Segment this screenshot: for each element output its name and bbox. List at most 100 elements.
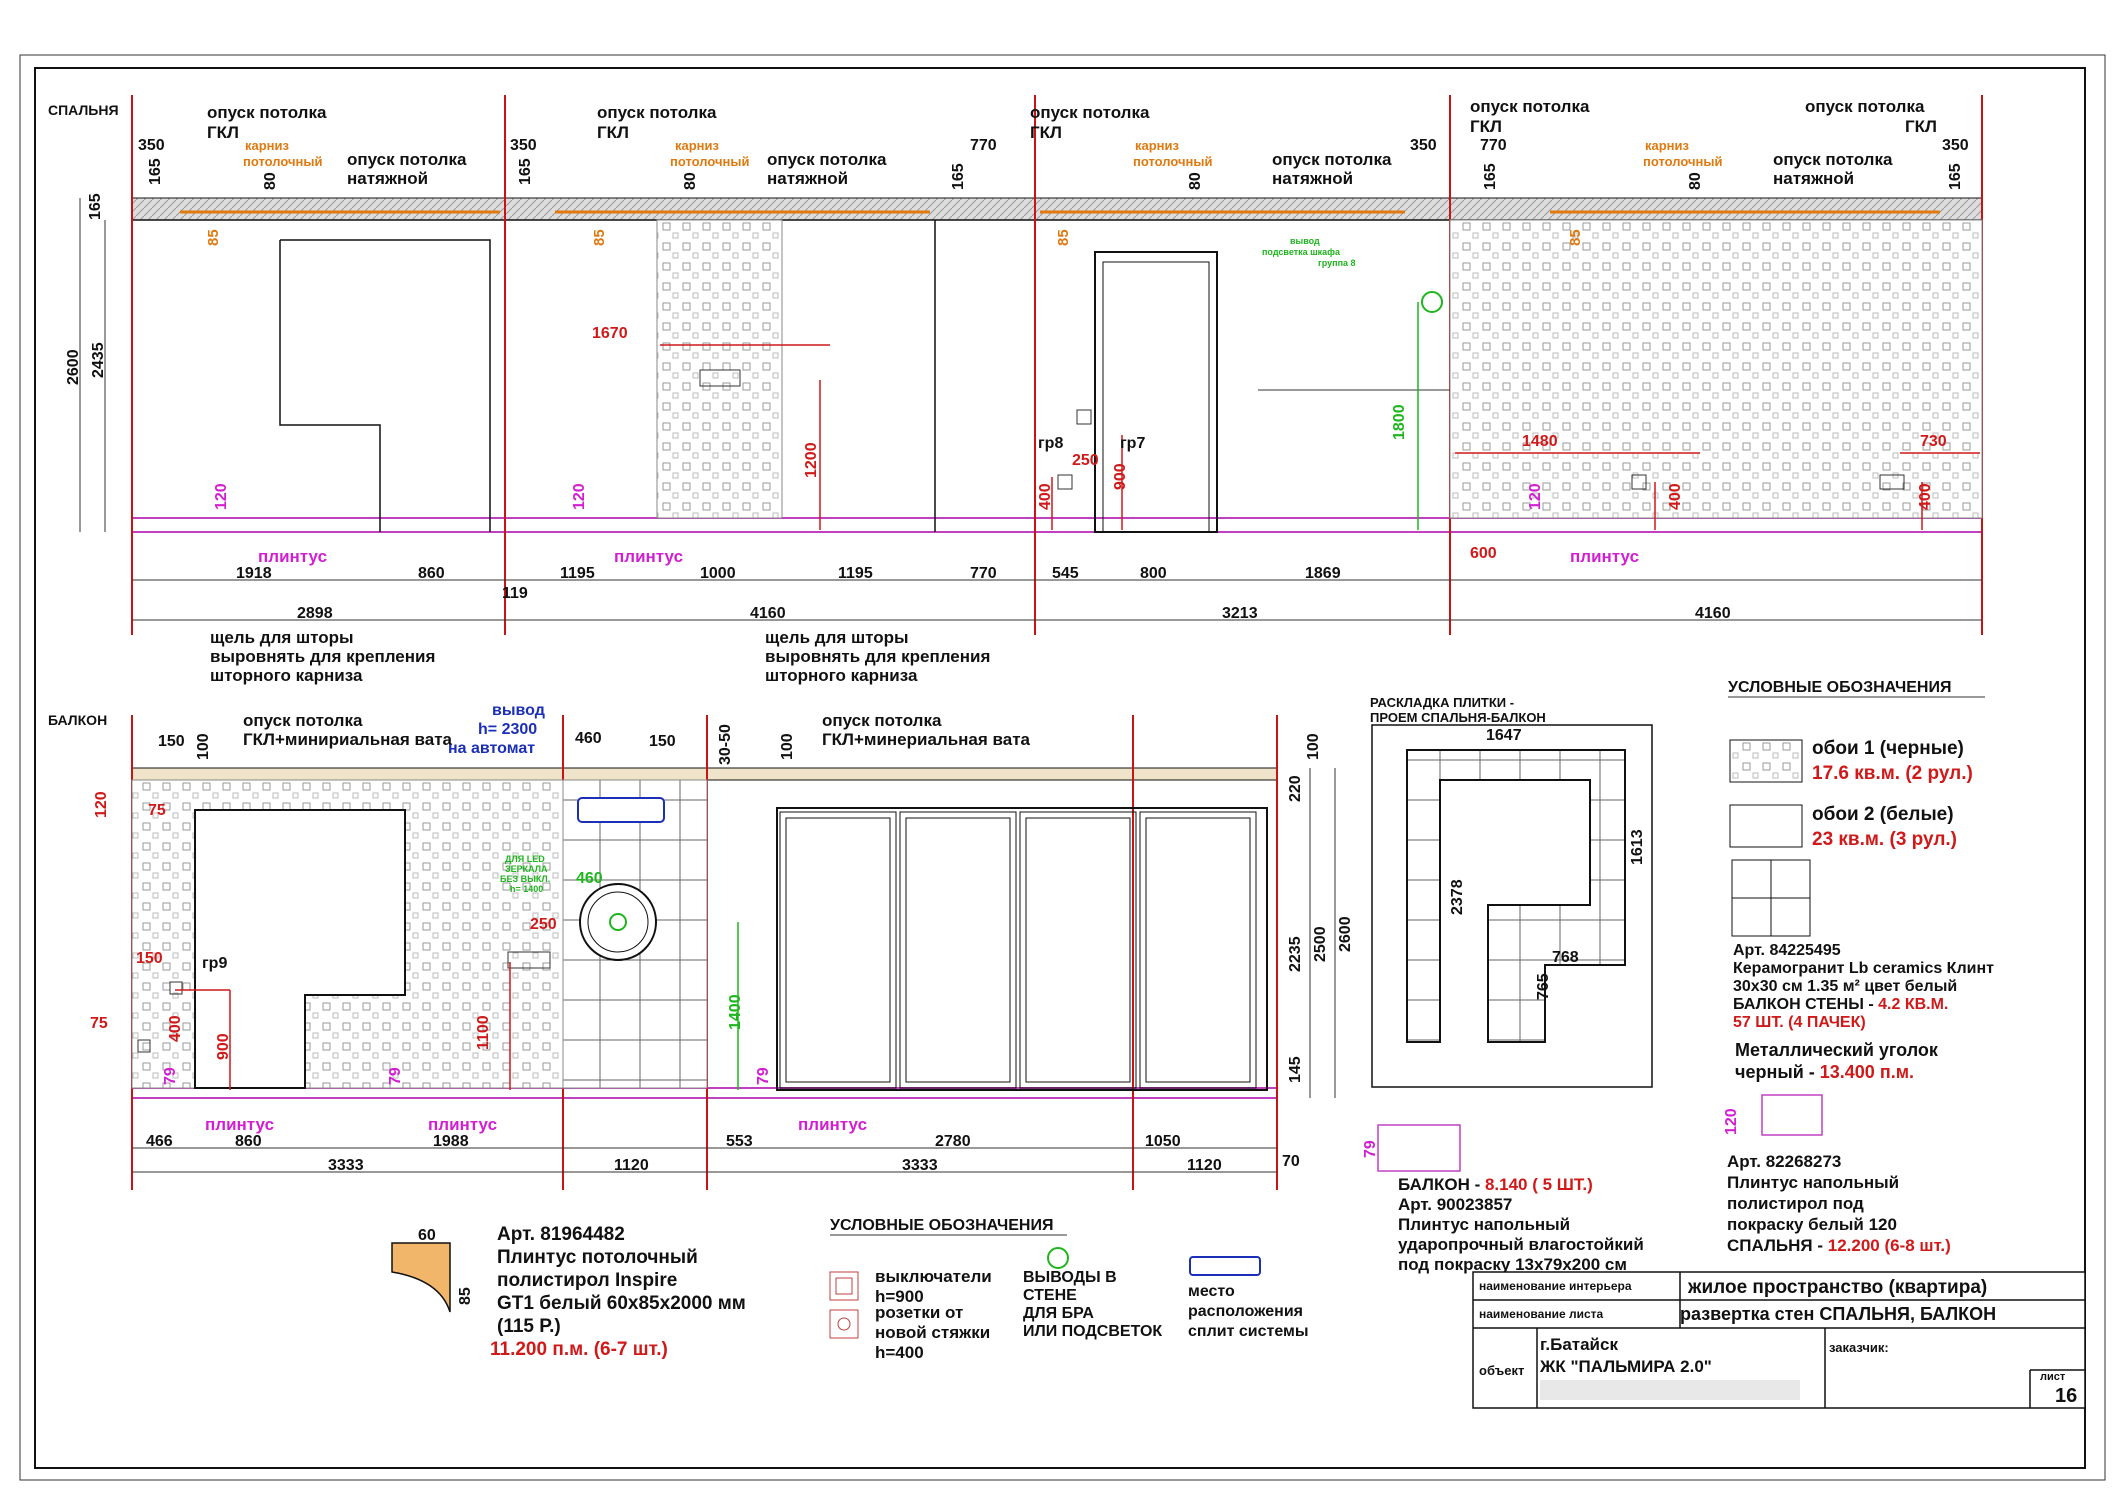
svg-text:765: 765	[1535, 973, 1552, 1000]
svg-text:165: 165	[147, 158, 164, 185]
svg-text:2235: 2235	[1287, 936, 1304, 972]
svg-text:1050: 1050	[1145, 1133, 1181, 1150]
socket-legend-icon	[829, 1309, 859, 1339]
svg-text:2780: 2780	[935, 1133, 971, 1150]
svg-text:щель для шторы: щель для шторы	[765, 628, 909, 647]
svg-text:1647: 1647	[1486, 727, 1522, 744]
svg-text:1800: 1800	[1391, 404, 1408, 440]
svg-text:Плинтус потолочный: Плинтус потолочный	[497, 1247, 698, 1268]
svg-text:опуск потолка: опуск потолка	[347, 150, 467, 169]
svg-text:1613: 1613	[1629, 829, 1646, 865]
svg-text:ГКЛ: ГКЛ	[1030, 123, 1062, 142]
svg-text:250: 250	[530, 916, 557, 933]
svg-text:466: 466	[146, 1133, 173, 1150]
svg-text:г.Батайск: г.Батайск	[1540, 1335, 1618, 1354]
mirror-round	[579, 883, 657, 961]
svg-text:под покраску 13х79х200 см: под покраску 13х79х200 см	[1398, 1255, 1627, 1274]
svg-text:ЗЕРКАЛА: ЗЕРКАЛА	[505, 864, 548, 874]
socket-balcony-2	[137, 1039, 151, 1053]
svg-text:Керамогранит Lb ceramics Клинт: Керамогранит Lb ceramics Клинт	[1733, 960, 1994, 977]
svg-text:2600: 2600	[65, 349, 82, 385]
svg-text:730: 730	[1920, 433, 1947, 450]
svg-text:1670: 1670	[592, 325, 628, 342]
svg-text:УСЛОВНЫЕ ОБОЗНАЧЕНИЯ: УСЛОВНЫЕ ОБОЗНАЧЕНИЯ	[830, 1217, 1053, 1234]
svg-text:165: 165	[87, 193, 104, 220]
svg-text:2435: 2435	[90, 342, 107, 378]
svg-text:80: 80	[1187, 172, 1204, 190]
legend-wallpaper-1-swatch	[1729, 739, 1803, 783]
svg-text:опуск потолка: опуск потолка	[1470, 97, 1590, 116]
light-output-icon	[1421, 291, 1443, 313]
svg-text:400: 400	[1917, 483, 1934, 510]
svg-text:розетки от: розетки от	[875, 1303, 963, 1322]
svg-text:11.200 п.м. (6-7 шт.): 11.200 п.м. (6-7 шт.)	[490, 1339, 668, 1360]
svg-text:400: 400	[167, 1015, 184, 1042]
svg-text:сплит системы: сплит системы	[1188, 1323, 1309, 1340]
svg-text:100: 100	[195, 733, 212, 760]
svg-text:Плинтус напольный: Плинтус напольный	[1398, 1215, 1570, 1234]
svg-text:1100: 1100	[475, 1015, 492, 1050]
svg-text:220: 220	[1287, 775, 1304, 802]
svg-text:120: 120	[1723, 1108, 1740, 1135]
svg-text:плинтус: плинтус	[798, 1115, 867, 1134]
svg-text:400: 400	[1037, 483, 1054, 510]
svg-text:полистирол Inspire: полистирол Inspire	[497, 1270, 677, 1291]
svg-text:1000: 1000	[700, 565, 736, 582]
svg-text:подсветка шкафа: подсветка шкафа	[1262, 247, 1341, 257]
svg-text:опуск потолка: опуск потолка	[1030, 103, 1150, 122]
svg-text:развертка стен СПАЛЬНЯ, БАЛКОН: развертка стен СПАЛЬНЯ, БАЛКОН	[1680, 1304, 1996, 1324]
bedroom-baseboard	[131, 517, 1983, 533]
svg-text:ГКЛ: ГКЛ	[207, 123, 239, 142]
svg-text:h=400: h=400	[875, 1343, 924, 1362]
switch-gr7-gr8	[1076, 409, 1092, 425]
switch-legend-icon	[829, 1271, 859, 1301]
svg-text:1988: 1988	[433, 1133, 469, 1150]
svg-text:покраску белый 120: покраску белый 120	[1727, 1215, 1897, 1234]
svg-text:350: 350	[1410, 137, 1437, 154]
svg-text:опуск потолка: опуск потолка	[1773, 150, 1893, 169]
svg-text:860: 860	[418, 565, 445, 582]
wall-output-legend-icon	[1047, 1247, 1069, 1269]
svg-text:1869: 1869	[1305, 565, 1341, 582]
svg-text:120: 120	[1527, 483, 1544, 510]
svg-text:Арт. 81964482: Арт. 81964482	[497, 1224, 625, 1245]
svg-text:ГКЛ: ГКЛ	[1470, 117, 1502, 136]
svg-text:85: 85	[591, 229, 608, 246]
svg-text:860: 860	[235, 1133, 262, 1150]
svg-text:карниз: карниз	[245, 138, 290, 153]
svg-text:опуск потолка: опуск потолка	[767, 150, 887, 169]
svg-text:350: 350	[510, 137, 537, 154]
svg-text:ДЛЯ БРА: ДЛЯ БРА	[1023, 1305, 1094, 1322]
svg-text:потолочный: потолочный	[243, 154, 322, 169]
svg-text:вывод: вывод	[1290, 236, 1320, 246]
svg-text:23 кв.м. (3 рул.): 23 кв.м. (3 рул.)	[1812, 829, 1957, 850]
svg-text:выровнять для крепления: выровнять для крепления	[210, 647, 435, 666]
svg-text:Плинтус напольный: Плинтус напольный	[1727, 1173, 1899, 1192]
svg-text:1918: 1918	[236, 565, 272, 582]
socket-1	[699, 369, 741, 387]
svg-text:3333: 3333	[328, 1157, 364, 1174]
svg-text:150: 150	[136, 950, 163, 967]
svg-text:3333: 3333	[902, 1157, 938, 1174]
svg-text:57 ШТ. (4 ПАЧЕК): 57 ШТ. (4 ПАЧЕК)	[1733, 1014, 1866, 1031]
svg-text:80: 80	[682, 172, 699, 190]
svg-text:шторного карниза: шторного карниза	[765, 666, 918, 685]
legend-bottom: УСЛОВНЫЕ ОБОЗНАЧЕНИЯ выключатели h=900 р…	[829, 1217, 1309, 1362]
svg-text:(115 Р.): (115 Р.)	[497, 1316, 561, 1337]
legend-tile-swatch	[1731, 859, 1811, 937]
svg-text:выключатели: выключатели	[875, 1267, 992, 1286]
svg-text:потолочный: потолочный	[1643, 154, 1722, 169]
svg-text:h= 2300: h= 2300	[478, 721, 537, 738]
svg-text:75: 75	[90, 1015, 108, 1032]
svg-text:объект: объект	[1479, 1363, 1524, 1378]
svg-text:GT1 белый 60х85х2000 мм: GT1 белый 60х85х2000 мм	[497, 1293, 746, 1314]
socket-balcony-1	[507, 951, 551, 969]
svg-text:145: 145	[1287, 1056, 1304, 1083]
panoramic-door-group	[776, 807, 1268, 1091]
balcony-ceiling-band	[131, 767, 1278, 781]
svg-text:120: 120	[213, 483, 230, 510]
svg-text:16: 16	[2055, 1385, 2077, 1407]
svg-text:шторного карниза: шторного карниза	[210, 666, 363, 685]
svg-text:60: 60	[418, 1227, 436, 1244]
